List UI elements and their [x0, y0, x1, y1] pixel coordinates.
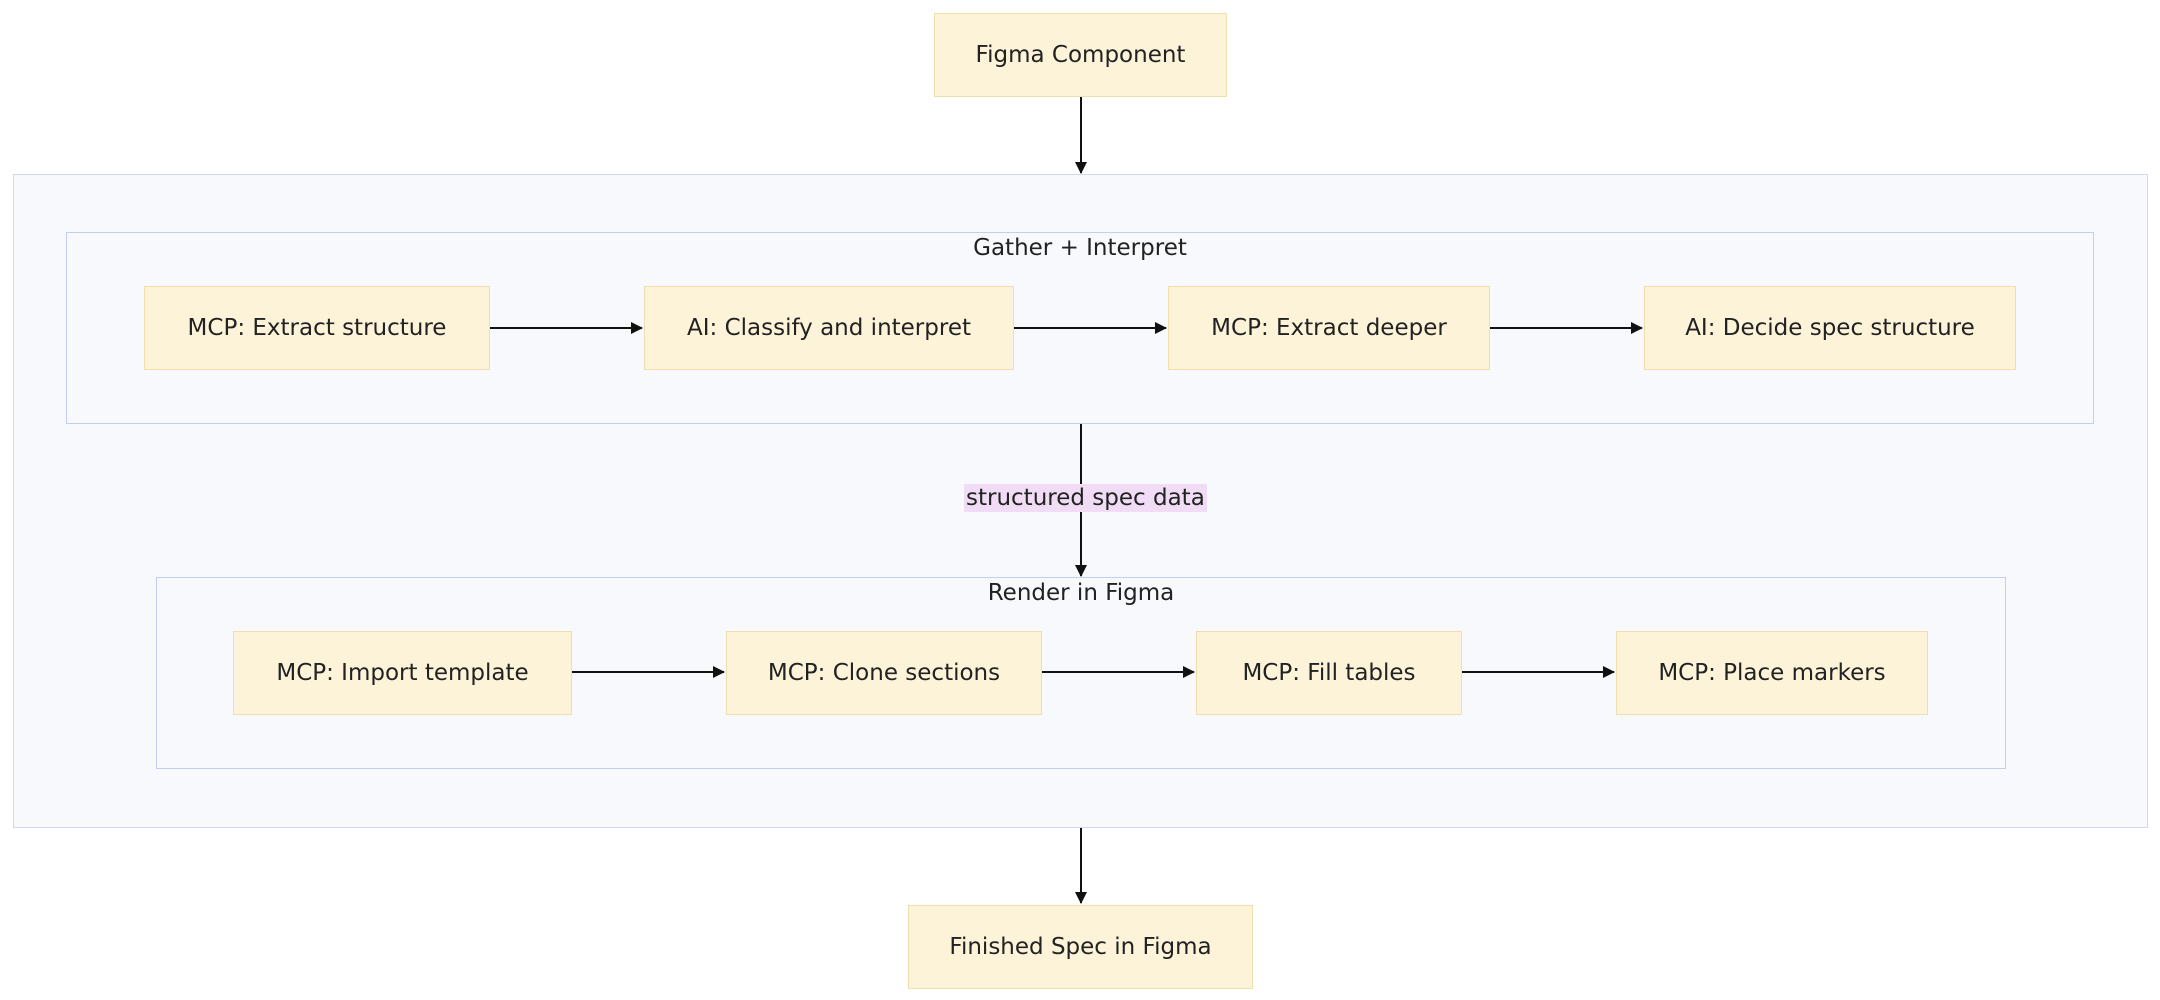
node-mcp-clone-sections[interactable]: MCP: Clone sections	[726, 631, 1042, 715]
node-mcp-extract-deeper[interactable]: MCP: Extract deeper	[1168, 286, 1490, 370]
gather-cluster-title: Gather + Interpret	[973, 235, 1187, 261]
node-figma-component[interactable]: Figma Component	[934, 13, 1227, 97]
edge-label-structured-spec-data: structured spec data	[964, 484, 1207, 512]
node-ai-classify-interpret[interactable]: AI: Classify and interpret	[644, 286, 1014, 370]
node-mcp-place-markers[interactable]: MCP: Place markers	[1616, 631, 1928, 715]
node-finished-spec[interactable]: Finished Spec in Figma	[908, 905, 1253, 989]
render-cluster-title: Render in Figma	[987, 580, 1175, 606]
node-ai-decide-spec-structure[interactable]: AI: Decide spec structure	[1644, 286, 2016, 370]
node-mcp-extract-structure[interactable]: MCP: Extract structure	[144, 286, 490, 370]
node-mcp-import-template[interactable]: MCP: Import template	[233, 631, 572, 715]
node-mcp-fill-tables[interactable]: MCP: Fill tables	[1196, 631, 1462, 715]
